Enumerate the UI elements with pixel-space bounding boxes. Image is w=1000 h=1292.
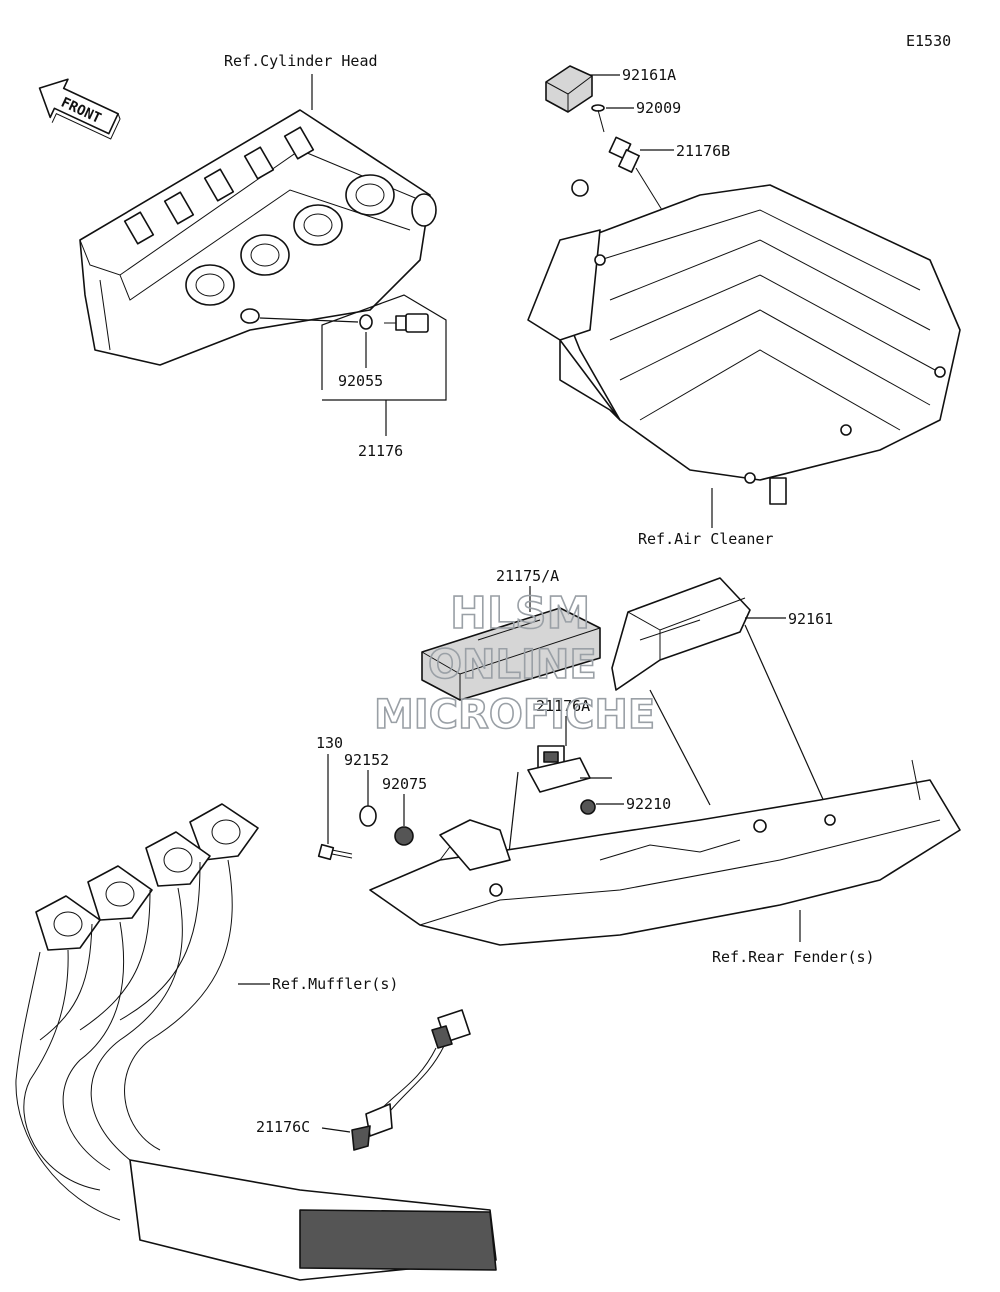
sensor-21176: [384, 313, 429, 333]
part-92161-label: 92161: [788, 610, 833, 628]
o2-sensor-21176C: [351, 1009, 471, 1151]
ref-muffler-label: Ref.Muffler(s): [272, 975, 398, 993]
front-arrow-icon: FRONT: [38, 78, 121, 140]
part-92152-label: 92152: [344, 751, 389, 769]
screw-92009: [591, 104, 605, 133]
part-21176C-label: 21176C: [256, 1118, 310, 1136]
sensor-21176A: [527, 745, 591, 793]
rear-fender-drawing: [369, 759, 961, 946]
exhaust-header-drawing: [15, 803, 497, 1281]
part-92055-label: 92055: [338, 372, 383, 390]
air-cleaner-drawing: [527, 179, 961, 505]
nut-92210: [580, 799, 596, 815]
watermark-line-3: MICROFICHE: [374, 692, 655, 738]
watermark-line-2: ONLINE: [428, 642, 597, 688]
part-21176B-label: 21176B: [676, 142, 730, 160]
part-92009-label: 92009: [636, 99, 681, 117]
part-21176A-label: 21176A: [536, 697, 590, 715]
cylinder-head-drawing: [79, 109, 437, 366]
damper-92161: [611, 577, 751, 691]
collar-92152: [359, 805, 377, 827]
watermark: HLSM ONLINE MICROFICHE: [373, 587, 656, 739]
part-21175A-label: 21175/A: [496, 567, 559, 585]
watermark-line-1: HLSM: [450, 588, 590, 639]
grommet-92075: [394, 826, 414, 846]
part-130-label: 130: [316, 734, 343, 752]
gasket-92055: [359, 314, 373, 330]
part-92210-label: 92210: [626, 795, 671, 813]
part-92161A-label: 92161A: [622, 66, 676, 84]
damper-92161A: [545, 65, 593, 113]
ref-rear-fender-label: Ref.Rear Fender(s): [712, 948, 875, 966]
sensor-21176B: [608, 136, 663, 211]
part-21176-label: 21176: [358, 442, 403, 460]
ref-air-cleaner-label: Ref.Air Cleaner: [638, 530, 773, 548]
ref-cylinder-head-label: Ref.Cylinder Head: [224, 52, 378, 70]
part-92075-label: 92075: [382, 775, 427, 793]
diagram-code: E1530: [906, 32, 951, 50]
bolt-130: [317, 843, 353, 861]
ecu-21175A: [421, 607, 601, 701]
